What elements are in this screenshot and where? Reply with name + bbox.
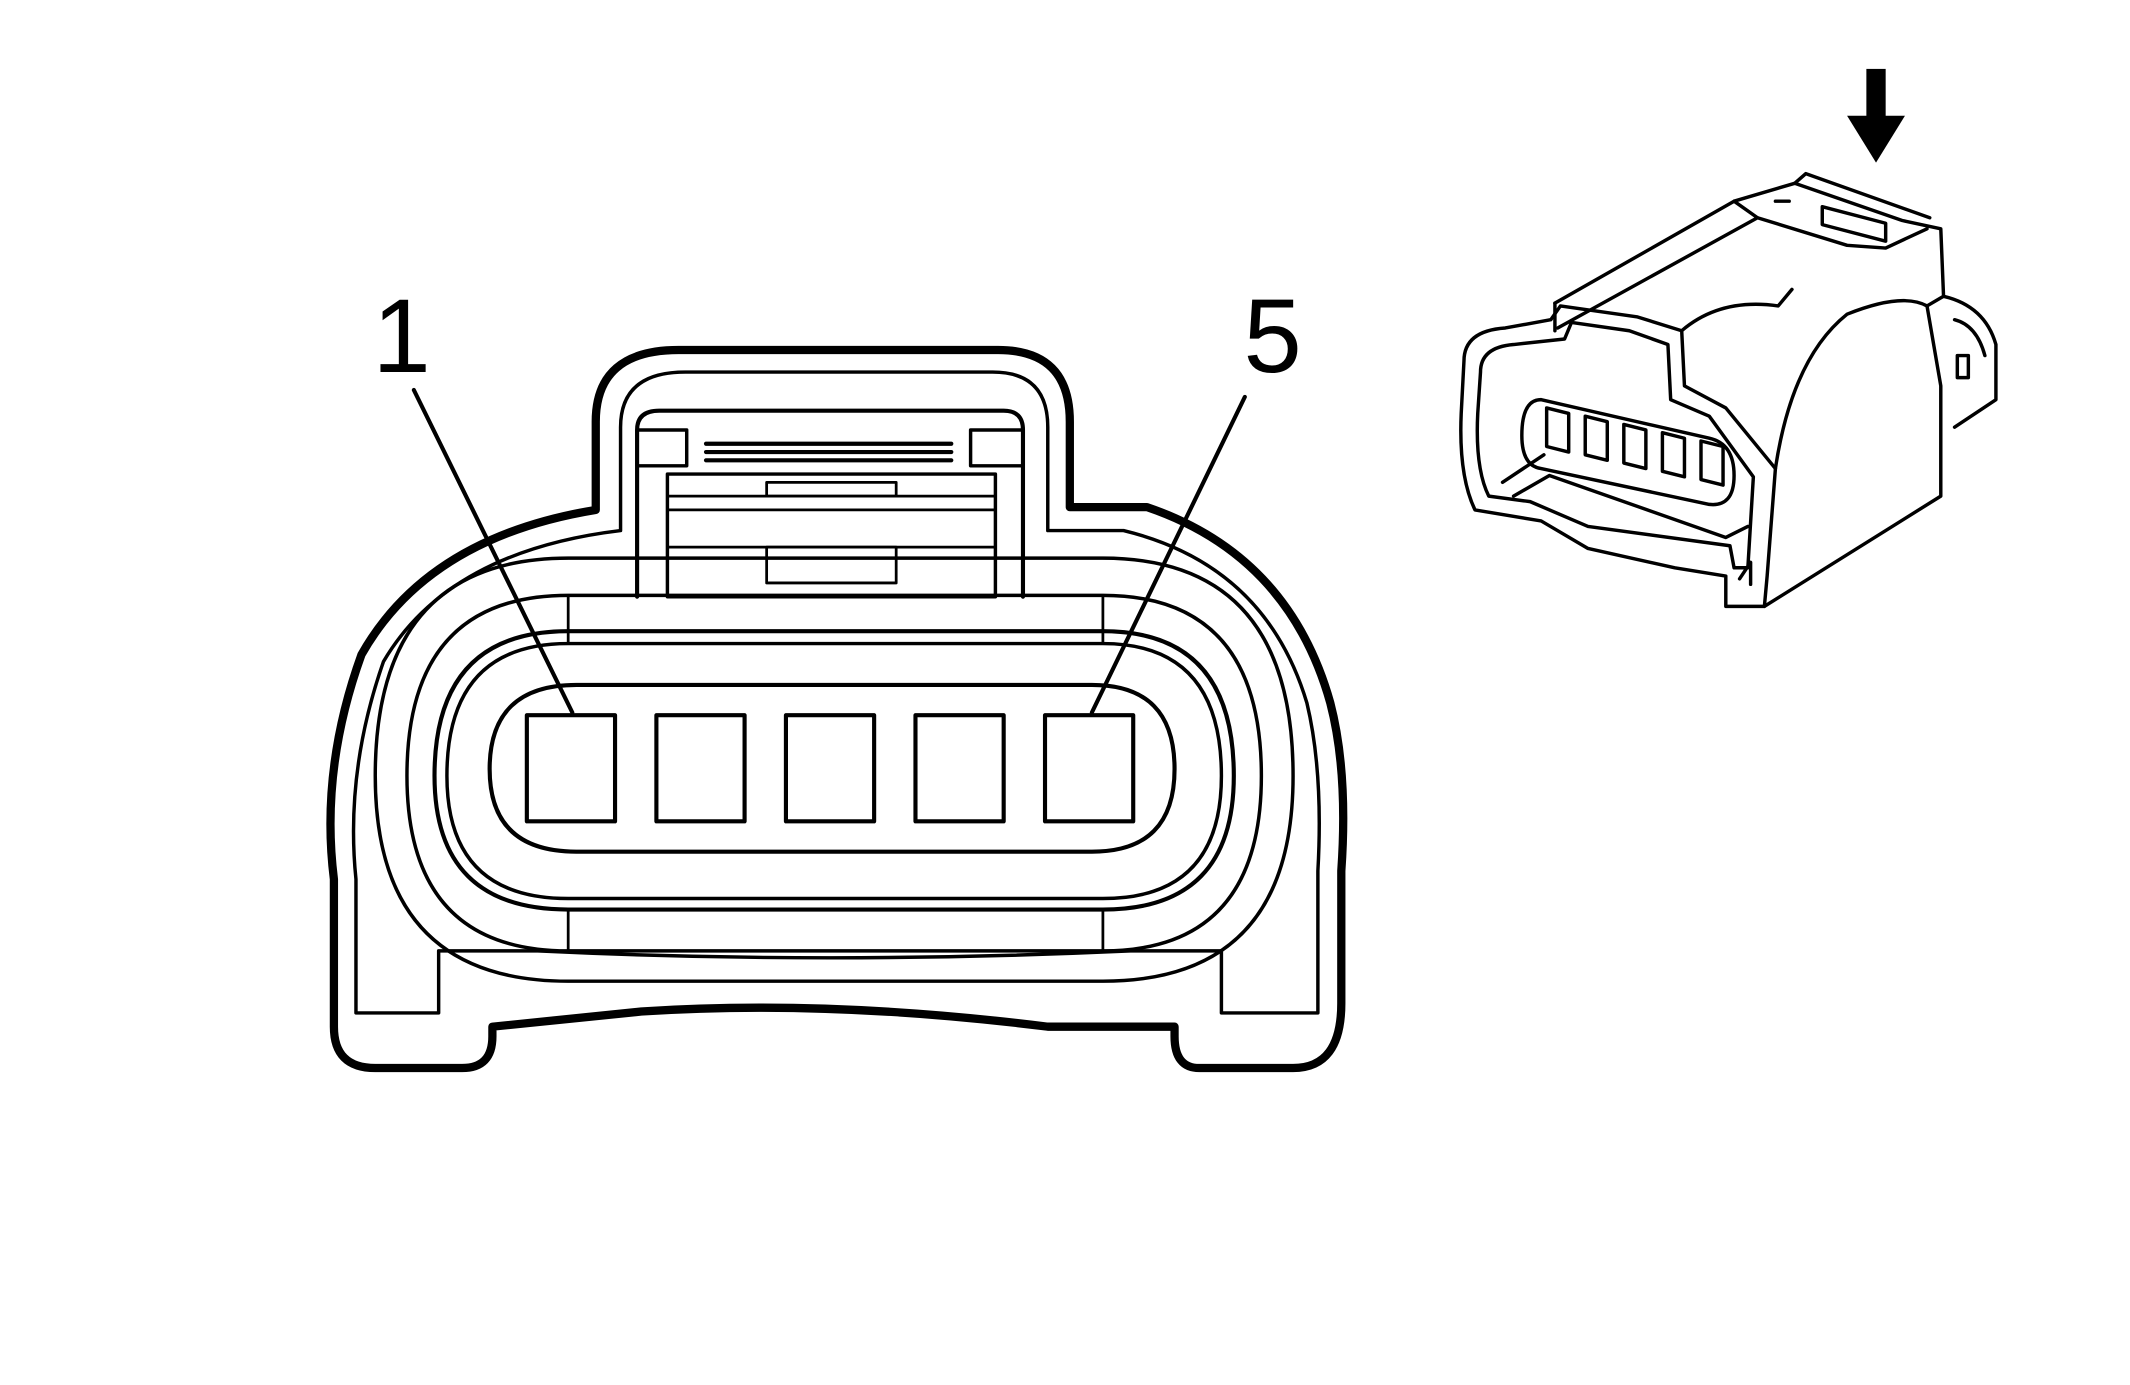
pin-cavity-5 [1042, 713, 1136, 824]
housing-outer-outline [326, 345, 1348, 1073]
latch-tab-bottom [765, 545, 898, 585]
latch-ribs [703, 441, 954, 463]
callout-label-pin-5: 5 [1243, 278, 1301, 395]
iso-front-face-outer [1459, 304, 1778, 609]
terminal-cavity [487, 682, 1177, 854]
housing-inner-outline [351, 370, 1321, 1015]
seal-outer-ring [373, 556, 1295, 983]
pin-cavity-3 [783, 713, 877, 824]
connector-front-view [326, 345, 1348, 1073]
callout-leader-pin-5 [1089, 394, 1247, 715]
latch-tab-top [765, 480, 898, 498]
latch-inner-frame [665, 472, 998, 599]
iso-terminal-cavity [1520, 397, 1736, 507]
iso-pin-cavities [1544, 406, 1725, 487]
pin-cavity-1 [524, 713, 618, 824]
connector-iso-view [1459, 171, 1998, 609]
pin-cavity-2 [654, 713, 747, 824]
callout-label-pin-1: 1 [373, 278, 431, 395]
pin-cavity-4 [913, 713, 1006, 824]
latch-corner-right [968, 428, 1025, 468]
latch-outline [635, 408, 1026, 599]
iso-latch-slot [1820, 204, 1888, 243]
face-inner-oval [445, 641, 1224, 901]
latch [635, 408, 1026, 599]
callout-leader-pin-1 [411, 387, 575, 715]
latch-corner-left [635, 428, 689, 468]
view-direction-arrow-icon [1847, 68, 1905, 163]
pin-cavities [524, 713, 1136, 824]
